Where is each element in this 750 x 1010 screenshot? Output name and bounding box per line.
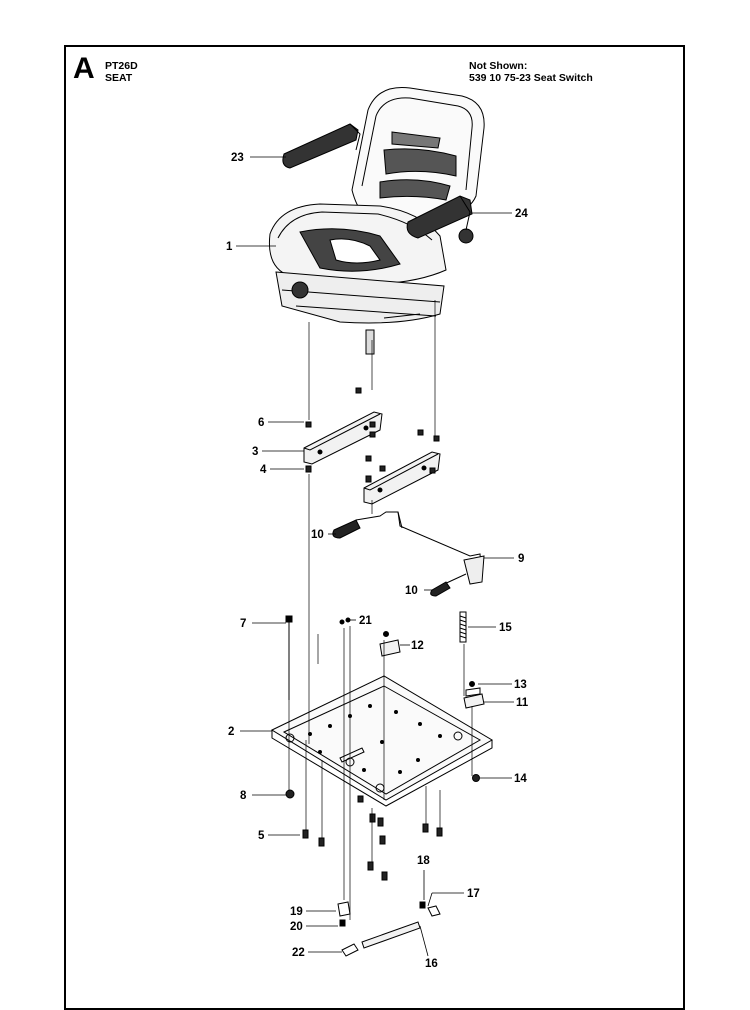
group-name: SEAT [105,72,133,84]
washer-8 [285,789,295,799]
callout-13: 13 [514,679,527,691]
callout-12: 12 [411,640,424,652]
not-shown-title: Not Shown: [469,60,528,72]
callout-22: 22 [292,947,305,959]
seat-rail-right [363,451,441,505]
callout-23: 23 [231,152,244,164]
base-plate [270,675,493,807]
callout-4: 4 [260,464,267,476]
adjuster-rod [355,511,485,587]
adjuster-handle-lower [430,581,451,597]
callout-17: 17 [467,888,480,900]
clevis-19 [337,901,351,917]
callout-8: 8 [240,790,247,802]
section-letter: A [73,52,95,85]
callout-14: 14 [514,773,527,785]
callout-11: 11 [516,697,529,709]
seat-rail-left [303,411,383,465]
not-shown-item: 539 10 75-23 Seat Switch [469,72,593,84]
callout-1: 1 [226,241,233,253]
callout-2: 2 [228,726,234,738]
callout-5: 5 [258,830,265,842]
model-title: PT26D SEAT [105,60,138,84]
callout-6: 6 [258,417,264,429]
callout-18: 18 [417,855,430,867]
bolt-21 [339,617,351,625]
rail-hardware [305,387,440,483]
callout-24: 24 [515,208,528,220]
rod-16 [361,921,421,949]
nut-14 [472,774,480,782]
callout-20: 20 [290,921,303,933]
bracket-12 [379,631,401,657]
nut-20 [339,919,346,927]
callout-10-upper: 10 [311,529,324,541]
callout-15: 15 [499,622,512,634]
callout-3: 3 [252,446,258,458]
bolt-7 [285,615,293,700]
callout-10-lower: 10 [405,585,418,597]
callout-7: 7 [240,618,246,630]
callout-9: 9 [518,553,524,565]
leader-lines [236,156,514,957]
assembly-lines [288,300,473,920]
fasteners-5 [302,795,443,881]
model-name: PT26D [105,60,138,72]
callout-21: 21 [359,615,372,627]
armrest-left [282,123,361,169]
pin-18 [419,901,426,909]
bracket-11 [463,681,485,709]
callout-19: 19 [290,906,303,918]
clip-17 [427,905,441,917]
adjuster-handle-upper [332,519,361,539]
spring [459,611,467,643]
armrest-right [406,195,473,239]
callout-16: 16 [425,958,438,970]
end-22 [341,943,359,957]
callout-labels: 23 24 1 6 3 4 10 9 10 7 21 12 15 13 11 2… [226,152,529,970]
seat-assembly [268,86,485,355]
not-shown-note: Not Shown: 539 10 75-23 Seat Switch [469,60,593,84]
